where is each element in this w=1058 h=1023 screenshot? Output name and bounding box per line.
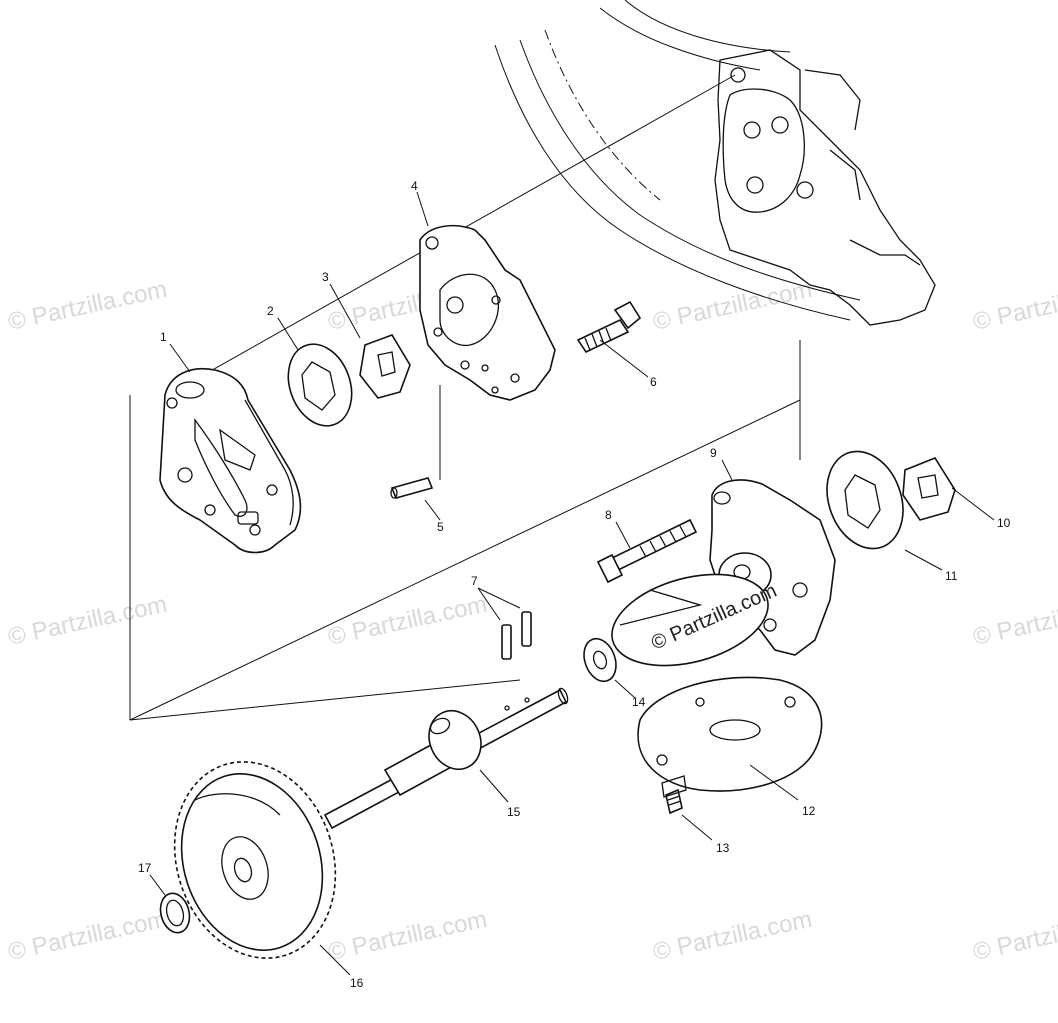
watermark: © Partzilla.com xyxy=(6,276,170,336)
watermark: © Partzilla.com xyxy=(6,906,170,966)
part-17-ring xyxy=(159,892,191,934)
callout-labels: 1 2 3 4 5 6 7 8 9 10 11 12 13 14 15 16 1… xyxy=(138,179,1011,990)
callout-6: 6 xyxy=(650,375,657,389)
part-1-pump-body xyxy=(159,368,302,554)
gasket xyxy=(611,573,769,667)
callout-15: 15 xyxy=(507,805,521,819)
part-3-inner-rotor xyxy=(359,334,411,399)
part-15-shaft xyxy=(323,687,569,830)
callout-1: 1 xyxy=(160,330,167,344)
callout-7: 7 xyxy=(471,574,478,588)
callout-13: 13 xyxy=(716,841,730,855)
callout-12: 12 xyxy=(802,804,816,818)
watermark: © Partzilla.com xyxy=(326,591,490,651)
callout-17: 17 xyxy=(138,861,152,875)
watermark: © Partzilla.com xyxy=(971,906,1058,966)
callout-9: 9 xyxy=(710,446,717,460)
callout-5: 5 xyxy=(437,520,444,534)
callout-14: 14 xyxy=(632,695,646,709)
part-13-screw xyxy=(661,775,687,815)
callout-11: 11 xyxy=(945,569,958,583)
watermark: © Partzilla.com xyxy=(971,276,1058,336)
watermark: © Partzilla.com xyxy=(651,906,815,966)
part-5-dowel-pin xyxy=(390,477,434,499)
callout-4: 4 xyxy=(411,179,418,193)
callout-3: 3 xyxy=(322,270,329,284)
part-16-drive-gear xyxy=(173,761,337,959)
callout-8: 8 xyxy=(605,508,612,522)
part-10-inner-rotor xyxy=(902,457,956,521)
watermark: © Partzilla.com xyxy=(326,906,490,966)
callout-16: 16 xyxy=(350,976,364,990)
part-2-outer-rotor xyxy=(287,343,353,427)
crankcase xyxy=(494,0,936,326)
leader-lines xyxy=(149,191,995,976)
part-7-pins xyxy=(501,611,532,660)
part-11-outer-rotor xyxy=(826,450,904,550)
callout-10: 10 xyxy=(997,516,1011,530)
watermark: © Partzilla.com xyxy=(651,276,815,336)
part-8-bolt xyxy=(596,518,698,584)
part-6-screw xyxy=(576,300,642,354)
part-14-washer xyxy=(583,637,617,683)
watermark: © Partzilla.com xyxy=(6,591,170,651)
part-4-pump-plate xyxy=(419,224,556,401)
part-12-cover-plate xyxy=(637,676,823,792)
callout-2: 2 xyxy=(267,304,274,318)
watermark: © Partzilla.com xyxy=(971,591,1058,651)
